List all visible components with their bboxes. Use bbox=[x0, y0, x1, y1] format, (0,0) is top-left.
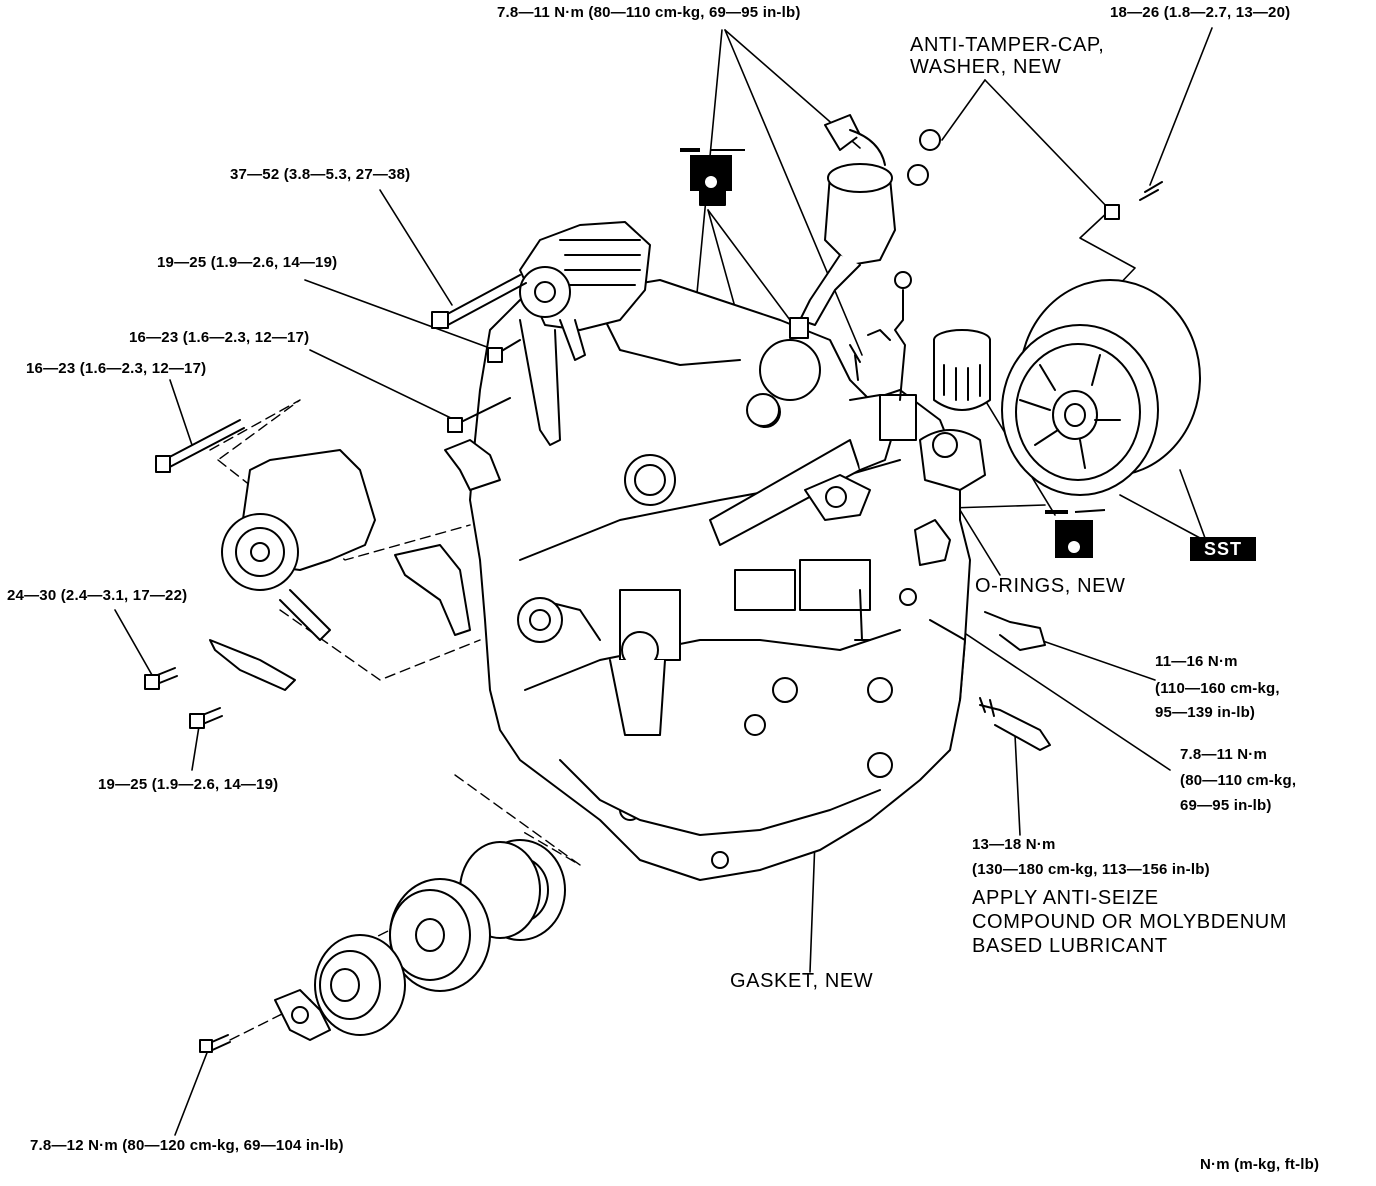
wrench-icon bbox=[680, 148, 745, 191]
small-parts bbox=[699, 114, 1051, 751]
units-note: N·m (m-kg, ft-lb) bbox=[1200, 1156, 1320, 1173]
crank-pulleys bbox=[199, 839, 566, 1053]
clutch-assembly bbox=[1001, 181, 1201, 496]
gasket-new-label: GASKET, NEW bbox=[730, 970, 874, 992]
sensor-torque-2: (110—160 cm-kg, bbox=[1155, 680, 1280, 697]
ps-pump bbox=[144, 397, 511, 729]
o-rings-label: O-RINGS, NEW bbox=[975, 575, 1126, 597]
anti-seize-note-3: BASED LUBRICANT bbox=[972, 935, 1168, 957]
tensioner-torque: 24—30 (2.4—3.1, 17—22) bbox=[7, 587, 188, 604]
oil-filter bbox=[919, 329, 991, 491]
alternator-bracket-torque: 19—25 (1.9—2.6, 14—19) bbox=[157, 254, 338, 271]
plug-torque-1: 13—18 N·m bbox=[972, 836, 1056, 853]
bolt-torque-1: 7.8—11 N·m bbox=[1180, 746, 1268, 763]
sst-badge: SST bbox=[1190, 537, 1256, 561]
anti-seize-note-2: COMPOUND OR MOLYBDENUM bbox=[972, 911, 1288, 933]
anti-tamper-cap-label: ANTI-TAMPER-CAP, bbox=[910, 34, 1105, 56]
torque-wrench-icon bbox=[1045, 509, 1106, 558]
pulley-bolt-torque: 7.8—12 N·m (80—120 cm-kg, 69—104 in-lb) bbox=[30, 1137, 344, 1154]
engine-block bbox=[469, 279, 971, 881]
plug-torque-2: (130—180 cm-kg, 113—156 in-lb) bbox=[972, 861, 1210, 878]
alternator-bolt-torque: 37—52 (3.8—5.3, 27—38) bbox=[230, 166, 411, 183]
sensor-torque-1: 11—16 N·m bbox=[1155, 653, 1238, 670]
ps-bolt-torque-b: 16—23 (1.6—2.3, 12—17) bbox=[26, 360, 207, 377]
oil-pressure-switch-torque: 7.8—11 N·m (80—110 cm-kg, 69—95 in-lb) bbox=[497, 4, 801, 21]
ps-bolt-torque-a: 16—23 (1.6—2.3, 12—17) bbox=[129, 329, 310, 346]
bolt-torque-2: (80—110 cm-kg, bbox=[1180, 772, 1297, 789]
idler-bolt-torque: 19—25 (1.9—2.6, 14—19) bbox=[98, 776, 279, 793]
alternator bbox=[431, 221, 651, 446]
bolt-torque-3: 69—95 in-lb) bbox=[1180, 797, 1272, 814]
sensor-torque-3: 95—139 in-lb) bbox=[1155, 704, 1256, 721]
washer-new-label: WASHER, NEW bbox=[910, 56, 1062, 78]
anti-seize-note-1: APPLY ANTI-SEIZE bbox=[972, 887, 1159, 909]
clutch-bolt-torque: 18—26 (1.8—2.7, 13—20) bbox=[1110, 4, 1291, 21]
